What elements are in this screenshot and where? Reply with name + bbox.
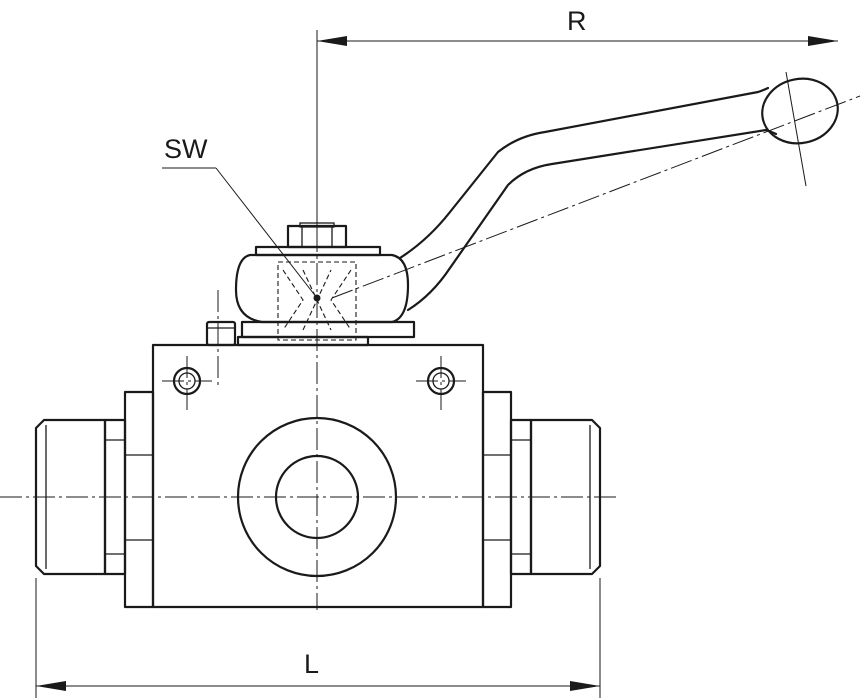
- left-threaded-end: [34, 390, 155, 609]
- handle-hub: [234, 253, 410, 324]
- lever-neck: [756, 86, 778, 136]
- bottom-port-outer: [236, 416, 398, 578]
- left-mount-hole-inner: [178, 372, 196, 390]
- lever-grip-ball: [761, 77, 839, 145]
- right-thread-outline: [529, 418, 602, 576]
- right-body-collar: [481, 390, 513, 609]
- r-label: R: [567, 6, 587, 36]
- bottom-port-bore: [274, 454, 360, 540]
- r-arrow-left: [317, 36, 347, 46]
- hex-socket-cross-a: [282, 269, 304, 331]
- stop-pin: [205, 320, 237, 347]
- sw-leader-diagonal: [215, 167, 318, 299]
- valve-body: [151, 343, 485, 609]
- sw-label: SW: [164, 134, 208, 164]
- stem-assembly: [234, 222, 416, 347]
- right-mount-hole-inner: [432, 372, 450, 390]
- l-arrow-right: [570, 681, 600, 691]
- handle-axis: [331, 95, 861, 299]
- center-lines: [0, 95, 861, 610]
- handle-lever: [398, 71, 839, 312]
- dimension-l: L: [35, 578, 601, 698]
- left-body-collar: [123, 390, 155, 609]
- stop-pin-body: [205, 320, 237, 347]
- left-mount-hole: [172, 366, 202, 396]
- stem-base-plate: [236, 335, 370, 347]
- right-mount-hole: [426, 366, 456, 396]
- l-arrow-left: [36, 681, 66, 691]
- stem-collar: [254, 245, 382, 257]
- r-arrow-right: [808, 36, 838, 46]
- hex-socket-cross-b: [330, 269, 352, 331]
- lever-arm: [398, 90, 768, 312]
- right-threaded-end: [481, 390, 602, 609]
- l-label: L: [304, 649, 319, 679]
- dimension-sw: SW: [162, 134, 318, 299]
- grip-diameter-line: [785, 71, 807, 187]
- dimension-r: R: [316, 6, 838, 232]
- hex-socket-hidden-outline: [277, 261, 357, 341]
